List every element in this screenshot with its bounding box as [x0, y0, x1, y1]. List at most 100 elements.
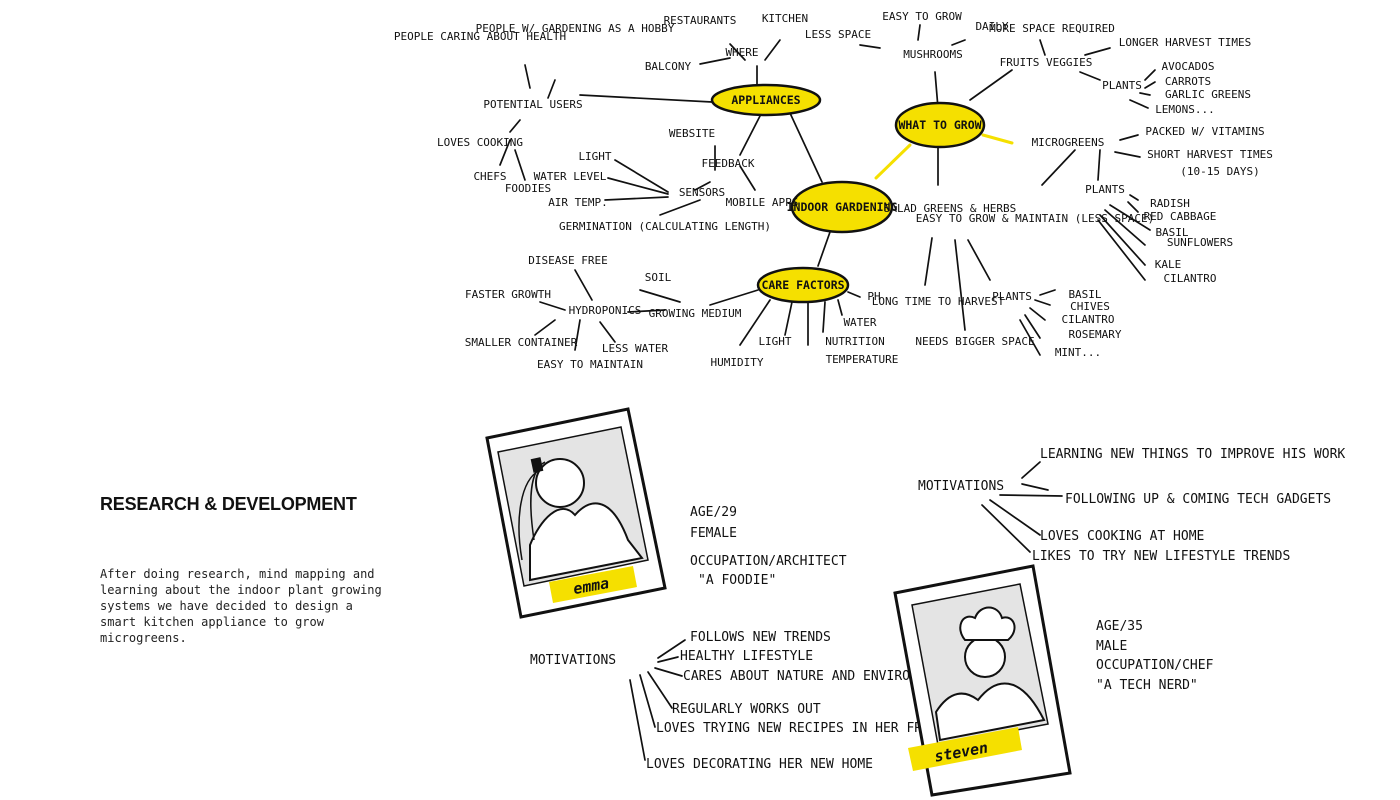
- persona-emma-motivation-6: LOVES DECORATING HER NEW HOME: [646, 757, 873, 772]
- node-red-cabbage: RED CABBAGE: [1144, 210, 1217, 223]
- node-short-harvest-times: SHORT HARVEST TIMES: [1147, 148, 1273, 161]
- node-herb-plants: PLANTS: [992, 290, 1032, 303]
- node-longer-harvest-times: LONGER HARVEST TIMES: [1119, 36, 1251, 49]
- node-growing-medium: GROWING MEDIUM: [649, 307, 742, 320]
- node-easy-to-grow: EASY TO GROW: [882, 10, 962, 23]
- node-soil: SOIL: [645, 271, 672, 284]
- persona-emma-motivation-5: LOVES TRYING NEW RECIPES IN HER FREETIME: [656, 721, 969, 736]
- node-needs-bigger-space: NEEDS BIGGER SPACE: [915, 335, 1034, 348]
- node-easy-to-maintain: EASY TO MAINTAIN: [537, 358, 643, 371]
- node-mobile-apps: MOBILE APPS: [726, 196, 799, 209]
- persona-steven-age: AGE/35: [1096, 619, 1143, 634]
- hub-indoor-gardening: [790, 180, 894, 234]
- persona-emma-motivation-3: CARES ABOUT NATURE AND ENVIRONMENT: [683, 669, 949, 684]
- node-where: WHERE: [725, 46, 758, 59]
- node-herb-cilantro: CILANTRO: [1062, 313, 1115, 326]
- persona-emma-name: emma: [572, 574, 611, 598]
- persona-emma-tagline: "A FOODIE": [698, 573, 776, 588]
- node-temperature: TEMPERATURE: [826, 353, 899, 366]
- node-faster-growth: FASTER GROWTH: [465, 288, 551, 301]
- section-description: After doing research, mind mapping and l…: [100, 567, 382, 645]
- node-herb-mint: MINT...: [1055, 346, 1101, 359]
- node-hydroponics: HYDROPONICS: [569, 304, 642, 317]
- persona-steven-polaroid: steven: [893, 564, 1072, 797]
- node-packed-vitamins: PACKED W/ VITAMINS: [1145, 125, 1264, 138]
- persona-emma-motivations-title: MOTIVATIONS: [530, 653, 616, 668]
- persona-steven-tagline: "A TECH NERD": [1096, 678, 1198, 693]
- node-harvest-days: (10-15 DAYS): [1180, 165, 1259, 178]
- node-radish: RADISH: [1150, 197, 1190, 210]
- node-air-temp: AIR TEMP.: [548, 196, 608, 209]
- node-chefs: CHEFS: [473, 170, 506, 183]
- node-long-time-harvest: LONG TIME TO HARVEST: [872, 295, 1005, 308]
- hub-appliances: [710, 83, 822, 117]
- persona-emma-motivation-1: FOLLOWS NEW TRENDS: [690, 630, 831, 645]
- node-smaller-container: SMALLER CONTAINER: [465, 336, 578, 349]
- node-avocados: AVOCADOS: [1162, 60, 1215, 73]
- section-title: RESEARCH & DEVELOPMENT: [100, 494, 357, 514]
- persona-steven-motivation-1: LEARNING NEW THINGS TO IMPROVE HIS WORK: [1040, 447, 1345, 462]
- node-water-level: WATER LEVEL: [534, 170, 607, 183]
- node-ph: PH: [867, 290, 880, 303]
- node-fruits-veggies: FRUITS VEGGIES: [1000, 56, 1093, 69]
- node-salad-greens: SALAD GREENS & HERBS: [884, 202, 1016, 215]
- node-balcony: BALCONY: [645, 60, 692, 73]
- node-foodies: FOODIES: [505, 182, 551, 195]
- node-cilantro: CILANTRO: [1164, 272, 1217, 285]
- node-herb-chives: CHIVES: [1070, 300, 1110, 313]
- hub-what-to-grow: [894, 101, 986, 149]
- node-indoor-gardening: INDOOR GARDENING: [787, 200, 898, 214]
- persona-emma-polaroid: emma: [485, 407, 667, 619]
- hub-care-factors: [756, 266, 850, 304]
- node-website: WEBSITE: [669, 127, 715, 140]
- node-more-space-required: MORE SPACE REQUIRED: [989, 22, 1115, 35]
- node-potential-users: POTENTIAL USERS: [483, 98, 582, 111]
- node-basil: BASIL: [1155, 226, 1188, 239]
- node-restaurants: RESTAURANTS: [664, 14, 737, 27]
- persona-steven-gender: MALE: [1096, 639, 1127, 654]
- persona-emma-motivation-2: HEALTHY LIFESTYLE: [680, 649, 813, 664]
- node-lemons: LEMONS...: [1155, 103, 1215, 116]
- node-less-space: LESS SPACE: [805, 28, 871, 41]
- node-less-water: LESS WATER: [602, 342, 669, 355]
- node-micro-plants: PLANTS: [1085, 183, 1125, 196]
- node-people-gardening-hobby: PEOPLE W/ GARDENING AS A HOBBY: [476, 22, 675, 35]
- node-garlic-greens: GARLIC GREENS: [1165, 88, 1251, 101]
- node-what-to-grow: WHAT TO GROW: [898, 118, 981, 132]
- node-people-caring-about-health: PEOPLE CARING ABOUT HEALTH: [394, 30, 566, 43]
- node-easy-maintain: EASY TO GROW & MAINTAIN (LESS SPACE): [916, 212, 1154, 225]
- node-kale: KALE: [1155, 258, 1182, 271]
- node-sensors: SENSORS: [679, 186, 725, 199]
- node-mushrooms: MUSHROOMS: [903, 48, 963, 61]
- node-sunflowers: SUNFLOWERS: [1167, 236, 1233, 249]
- node-disease-free: DISEASE FREE: [528, 254, 607, 267]
- node-carrots: CARROTS: [1165, 75, 1211, 88]
- node-care-light: LIGHT: [758, 335, 791, 348]
- node-appliances: APPLIANCES: [731, 93, 800, 107]
- persona-emma-gender: FEMALE: [690, 526, 737, 541]
- node-kitchen: KITCHEN: [762, 12, 808, 25]
- persona-emma-occupation: OCCUPATION/ARCHITECT: [690, 554, 847, 569]
- persona-emma-age: AGE/29: [690, 505, 737, 520]
- node-germination: GERMINATION (CALCULATING LENGTH): [559, 220, 771, 233]
- node-herb-rosemary: ROSEMARY: [1069, 328, 1122, 341]
- node-microgreens: MICROGREENS: [1032, 136, 1105, 149]
- persona-steven-occupation: OCCUPATION/CHEF: [1096, 658, 1214, 673]
- node-herb-basil: BASIL: [1068, 288, 1101, 301]
- node-loves-cooking: LOVES COOKING: [437, 136, 523, 149]
- node-fruit-plants: PLANTS: [1102, 79, 1142, 92]
- node-humidity: HUMIDITY: [711, 356, 764, 369]
- node-feedback: FEEDBACK: [702, 157, 755, 170]
- mind-map-connectors: [499, 24, 1156, 761]
- persona-steven-motivations-title: MOTIVATIONS: [918, 479, 1004, 494]
- persona-steven-motivation-4: LIKES TO TRY NEW LIFESTYLE TRENDS: [1032, 549, 1290, 564]
- persona-steven-motivation-3: LOVES COOKING AT HOME: [1040, 529, 1204, 544]
- node-nutrition: NUTRITION: [825, 335, 885, 348]
- node-care-factors: CARE FACTORS: [761, 278, 844, 292]
- node-water: WATER: [843, 316, 876, 329]
- node-daily: DAILY: [975, 20, 1008, 33]
- persona-emma-motivation-4: REGULARLY WORKS OUT: [672, 702, 821, 717]
- persona-steven-motivation-2: FOLLOWING UP & COMING TECH GADGETS: [1065, 492, 1331, 507]
- node-light: LIGHT: [578, 150, 611, 163]
